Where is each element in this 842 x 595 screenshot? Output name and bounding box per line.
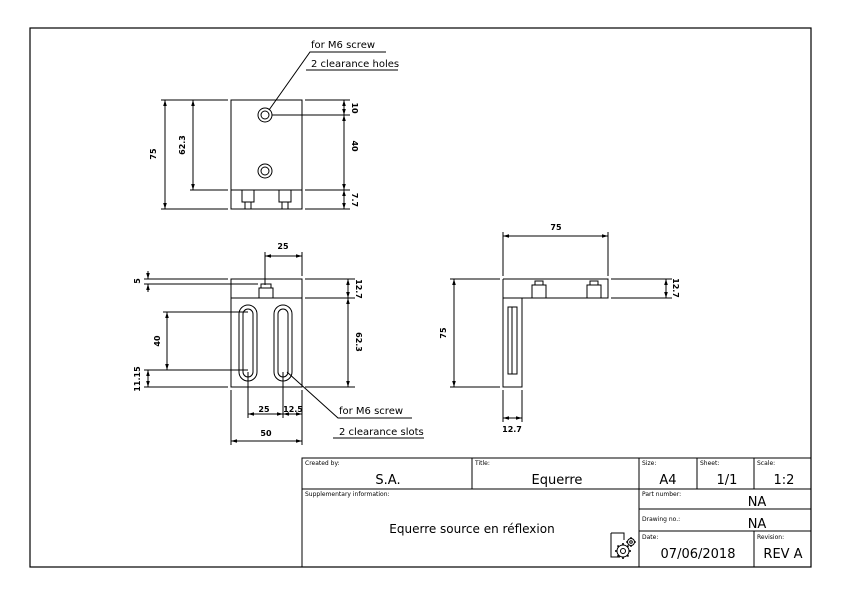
side-view-profile (502, 278, 609, 388)
dim-62-3-front: 62.3 (354, 332, 363, 352)
drawing-no-label: Drawing no.: (642, 516, 680, 523)
created-by-value: S.A. (375, 473, 400, 488)
sheet-label: Sheet: (700, 460, 719, 467)
note-holes-line2: 2 clearance holes (311, 59, 399, 70)
dim-25-top-front: 25 (277, 242, 289, 251)
gears-icon (610, 532, 636, 559)
dim-75-side-h: 75 (550, 223, 562, 232)
dim-5-front: 5 (133, 278, 142, 284)
date-label: Date: (642, 534, 658, 541)
side-screw-left (531, 284, 547, 299)
size-value: A4 (659, 473, 676, 488)
front-screw-top (260, 283, 272, 289)
dim-62-3-top: 62.3 (178, 135, 187, 155)
slot-left-inner (242, 308, 254, 378)
dim-40-front: 40 (153, 335, 162, 347)
title-label: Title: (474, 460, 490, 467)
revision-label: Revision: (757, 534, 784, 541)
created-by-label: Created by: (305, 460, 340, 467)
dim-75-side-v: 75 (439, 327, 448, 339)
slot-right-inner (277, 308, 289, 378)
dim-12-7-side-r: 12.7 (671, 278, 680, 298)
dim-11-15-front: 11.15 (133, 366, 142, 392)
dim-40-top: 40 (350, 140, 359, 152)
note-slots-line1: for M6 screw (339, 406, 403, 417)
title-value: Equerre (532, 473, 583, 488)
leader-holes (268, 51, 386, 111)
sheet-border (29, 27, 812, 568)
dim-7-7-top: 7.7 (350, 193, 359, 207)
side-screw-right (586, 284, 602, 299)
dim-75-top: 75 (149, 148, 158, 160)
dim-50-front: 50 (260, 429, 272, 438)
screw-shank-left (244, 201, 252, 210)
revision-value: REV A (763, 547, 802, 562)
note-holes-line1: for M6 screw (311, 40, 375, 51)
front-view (144, 252, 424, 445)
date-value: 07/06/2018 (661, 547, 736, 562)
leader-slots (286, 371, 412, 419)
part-number-value: NA (748, 495, 767, 510)
dim-25-bot-front: 25 (258, 405, 270, 414)
hole-upper-inner (260, 110, 270, 120)
top-view-body (230, 99, 303, 210)
dim-10-top: 10 (350, 102, 359, 114)
drawing-no-value: NA (748, 517, 767, 532)
screw-head-right (278, 189, 292, 203)
dim-12-5-front: 12.5 (283, 405, 303, 414)
scale-value: 1:2 (774, 473, 795, 488)
dim-12-7-side-b: 12.7 (502, 425, 522, 434)
screw-shank-right (281, 201, 289, 210)
screw-head-left (241, 189, 255, 203)
size-label: Size: (642, 460, 656, 467)
top-view (161, 51, 398, 210)
slot-right-outer (273, 304, 293, 382)
dim-12-7-front: 12.7 (354, 279, 363, 299)
part-number-label: Part number: (642, 491, 681, 498)
front-view-body (230, 278, 303, 388)
scale-label: Scale: (757, 460, 775, 467)
side-view (450, 232, 672, 422)
hole-lower-inner (260, 166, 270, 176)
hole-lower-outer (257, 163, 273, 179)
hole-upper-outer (257, 107, 273, 123)
sheet-value: 1/1 (717, 473, 738, 488)
supp-info-label: Supplementary information: (305, 491, 390, 498)
note-slots-line2: 2 clearance slots (339, 427, 424, 438)
title-block (301, 457, 812, 568)
supp-info-value: Equerre source en réflexion (389, 522, 554, 536)
front-screw-head (258, 287, 274, 299)
